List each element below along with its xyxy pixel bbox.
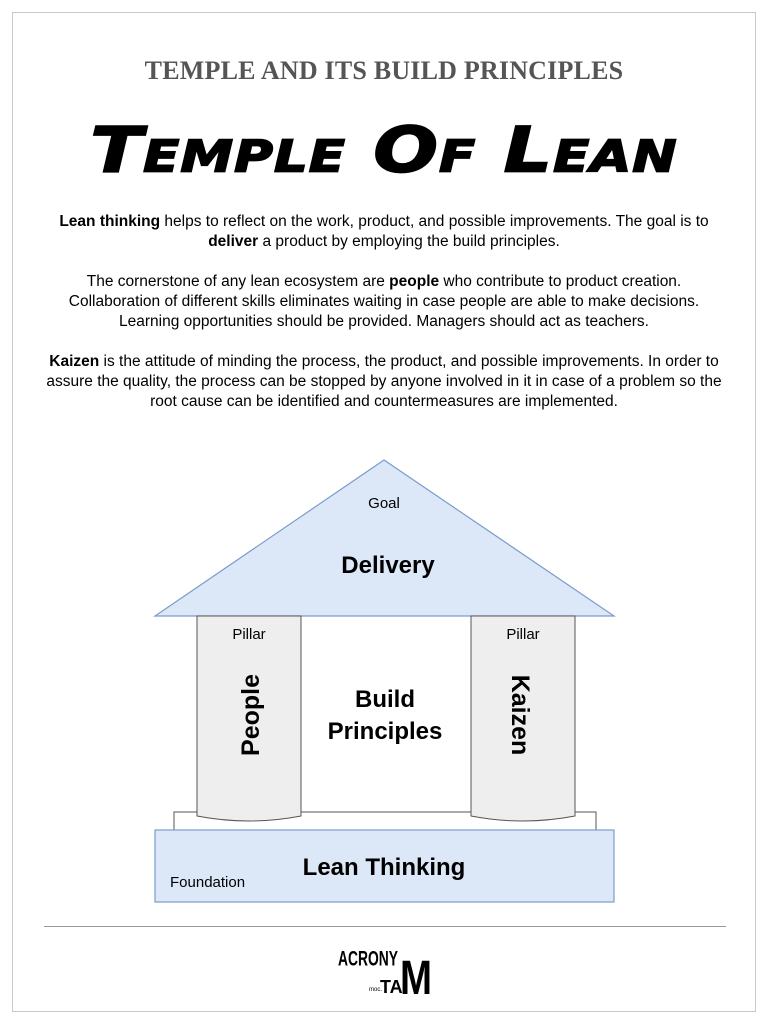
logo-big-m: M: [400, 952, 432, 998]
left-pillar-label: People: [237, 674, 265, 756]
term-lean-thinking: Lean thinking: [59, 213, 161, 230]
intro-paragraph-people: The cornerstone of any lean ecosystem ar…: [40, 272, 728, 332]
center-label-build: Build: [355, 686, 415, 713]
document-title: Temple Of Lean: [89, 112, 678, 187]
right-pillar: [470, 615, 576, 822]
term-deliver: deliver: [208, 233, 259, 250]
term-people: people: [389, 273, 440, 290]
roof-delivery-label: Delivery: [341, 552, 435, 579]
left-pillar: [196, 615, 302, 822]
foundation-label: Lean Thinking: [303, 854, 466, 881]
intro-paragraph-lean-thinking: Lean thinking helps to reflect on the wo…: [40, 212, 728, 252]
right-pillar-label: Kaizen: [506, 675, 534, 756]
foundation-label-small: Foundation: [170, 874, 245, 891]
footer-divider: [44, 926, 726, 927]
logo-line-2: TA: [380, 977, 403, 997]
page-border: [12, 12, 756, 1012]
acronym-logo: ACRONY moc. TA M: [338, 948, 432, 998]
temple-roof: [153, 459, 616, 617]
paragraph-text: The cornerstone of any lean ecosystem ar…: [86, 273, 390, 290]
paragraph-text: is the attitude of minding the process, …: [46, 353, 722, 410]
logo-small: moc.: [369, 987, 382, 993]
roof-goal-label: Goal: [368, 495, 400, 512]
intro-paragraph-kaizen: Kaizen is the attitude of minding the pr…: [40, 352, 728, 412]
paragraph-text: who contribute to product creation. Coll…: [68, 273, 700, 330]
left-pillar-label-small: Pillar: [232, 626, 265, 643]
document-subtitle: TEMPLE AND ITS BUILD PRINCIPLES: [144, 56, 624, 85]
paragraph-text: a product by employing the build princip…: [258, 233, 560, 250]
temple-foundation: [154, 829, 615, 903]
logo-line-1: ACRONY: [338, 948, 398, 971]
term-kaizen: Kaizen: [49, 353, 100, 370]
paragraph-text: helps to reflect on the work, product, a…: [160, 213, 709, 230]
intro-text: Lean thinking helps to reflect on the wo…: [40, 212, 728, 432]
center-label-principles: Principles: [328, 718, 443, 745]
right-pillar-label-small: Pillar: [506, 626, 539, 643]
